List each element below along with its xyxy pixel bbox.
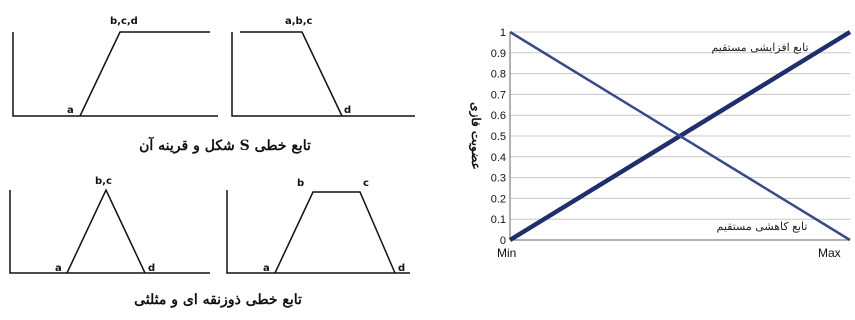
y-tick-label: 0.4	[491, 152, 506, 164]
triangle-axes	[9, 190, 210, 274]
trap-label-b: b	[297, 178, 304, 189]
s-right-axes	[231, 32, 415, 117]
panel-s-shape: a b,c,d a,b,c d تابع خطی S شکل و قرینه آ…	[12, 16, 415, 154]
tri-label-d: d	[148, 263, 155, 274]
y-tick-label: 0	[500, 235, 506, 247]
tri-label-bc: b,c	[95, 176, 112, 187]
y-tick-label: 0.2	[491, 193, 506, 205]
trap-label-a: a	[263, 263, 270, 274]
s-mirror-label-d: d	[344, 105, 351, 116]
trapezoid-caption: تابع خطی ذوزنقه ای و مثلثی	[134, 292, 302, 308]
panel-trapezoid-triangle: a b,c d a b c d تابع خطی ذوزنقه ای و مثل…	[9, 176, 410, 308]
trap-label-c: c	[363, 178, 369, 189]
linear-membership-chart: 0 0.1 0.2 0.3 0.4 0.5 0.6 0.7 0.8 0.9 1 Min Max عض…	[468, 27, 852, 260]
y-tick-label: 0.7	[491, 89, 506, 101]
chart-series	[508, 30, 852, 242]
y-tick-label: 1	[500, 27, 506, 39]
y-tick-label: 0.6	[491, 110, 506, 122]
y-tick-label: 0.3	[491, 173, 506, 185]
y-tick-labels: 0 0.1 0.2 0.3 0.4 0.5 0.6 0.7 0.8 0.9 1	[491, 27, 506, 247]
increasing-series-label: تابع افزایشی مستقیم	[711, 41, 808, 54]
s-left-axes	[12, 32, 218, 117]
y-tick-label: 0.1	[491, 214, 506, 226]
x-tick-max: Max	[818, 246, 841, 260]
y-tick-label: 0.9	[491, 48, 506, 60]
trapezoid-axes	[226, 190, 410, 274]
s-label-a: a	[67, 105, 74, 116]
s-mirror-label-abc: a,b,c	[285, 16, 313, 27]
trapezoid-curve	[274, 191, 396, 274]
s-label-bcd: b,c,d	[110, 16, 138, 27]
y-tick-label: 0.8	[491, 69, 506, 81]
x-tick-min: Min	[497, 246, 516, 260]
decreasing-series-line	[509, 30, 851, 242]
decreasing-series-label: تابع کاهشی مستقیم	[717, 220, 808, 233]
s-shape-caption: تابع خطی S شکل و قرینه آن	[139, 136, 311, 154]
y-tick-label: 0.5	[491, 131, 506, 143]
s-mirror-curve	[240, 31, 343, 117]
s-shape-curve	[79, 31, 210, 117]
y-axis-label: عضویت فازی	[468, 102, 483, 170]
triangle-curve	[66, 188, 146, 274]
trap-label-d: d	[398, 263, 405, 274]
tri-label-a: a	[55, 263, 62, 274]
